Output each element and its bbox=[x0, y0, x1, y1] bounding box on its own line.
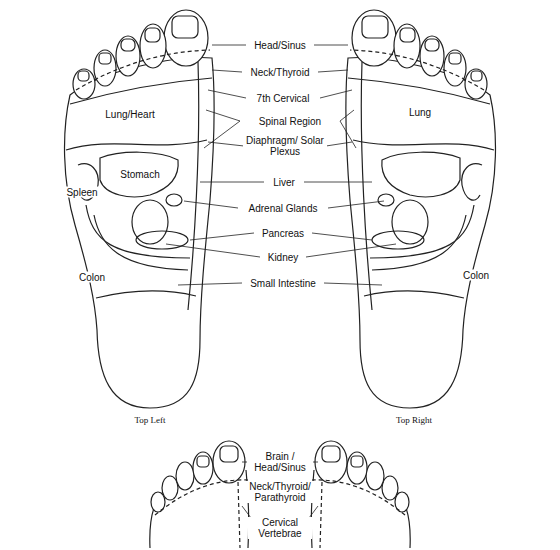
region-label: Adrenal Glands bbox=[247, 203, 320, 214]
region-label: Lung bbox=[407, 107, 433, 118]
leader-line bbox=[320, 90, 352, 98]
leader-line bbox=[340, 121, 356, 148]
region-label: Small Intestine bbox=[248, 278, 318, 289]
region-label: Brain / Head/Sinus bbox=[247, 451, 313, 473]
leader-line bbox=[212, 45, 246, 46]
region-label: Cervical Vertebrae bbox=[248, 517, 312, 539]
region-label: Spleen bbox=[64, 187, 99, 198]
caption-label: Top Left bbox=[132, 415, 167, 426]
leader-line bbox=[200, 182, 264, 183]
leader-line bbox=[184, 201, 238, 208]
leader-line bbox=[208, 90, 246, 98]
leader-line bbox=[190, 233, 254, 240]
leader-line bbox=[178, 283, 242, 285]
region-label: Kidney bbox=[266, 252, 301, 263]
leader-line bbox=[206, 110, 240, 121]
right-foot-top bbox=[311, 441, 410, 548]
leader-line bbox=[314, 45, 348, 46]
leader-line bbox=[326, 142, 352, 146]
leader-line bbox=[304, 182, 372, 183]
region-label: Stomach bbox=[118, 169, 161, 180]
leader-line bbox=[328, 201, 384, 208]
leader-lines bbox=[166, 45, 396, 522]
region-label: Colon bbox=[77, 272, 107, 283]
region-label: Spinal Region bbox=[257, 116, 323, 127]
right-foot bbox=[346, 10, 496, 408]
region-label: Lung/Heart bbox=[103, 109, 156, 120]
region-label: Liver bbox=[271, 177, 297, 188]
region-label: Pancreas bbox=[260, 228, 306, 239]
leader-line bbox=[312, 233, 372, 240]
region-label: Neck/Thyroid/ Parathyroid bbox=[240, 481, 320, 503]
leader-line bbox=[324, 283, 382, 285]
region-label: 7th Cervical bbox=[255, 93, 312, 104]
leader-line bbox=[340, 110, 354, 121]
left-foot bbox=[65, 10, 215, 408]
region-label: Head/Sinus bbox=[252, 40, 308, 51]
left-foot-top bbox=[150, 441, 249, 548]
leader-line bbox=[212, 70, 242, 72]
leader-line bbox=[166, 244, 260, 257]
region-label: Colon bbox=[461, 270, 491, 281]
region-label: Neck/Thyroid bbox=[249, 67, 312, 78]
region-label: Diaphragm/ Solar Plexus bbox=[243, 135, 327, 157]
leader-line bbox=[306, 244, 396, 257]
leader-line bbox=[208, 142, 244, 146]
leader-line bbox=[318, 70, 348, 72]
caption-label: Top Right bbox=[394, 415, 434, 426]
